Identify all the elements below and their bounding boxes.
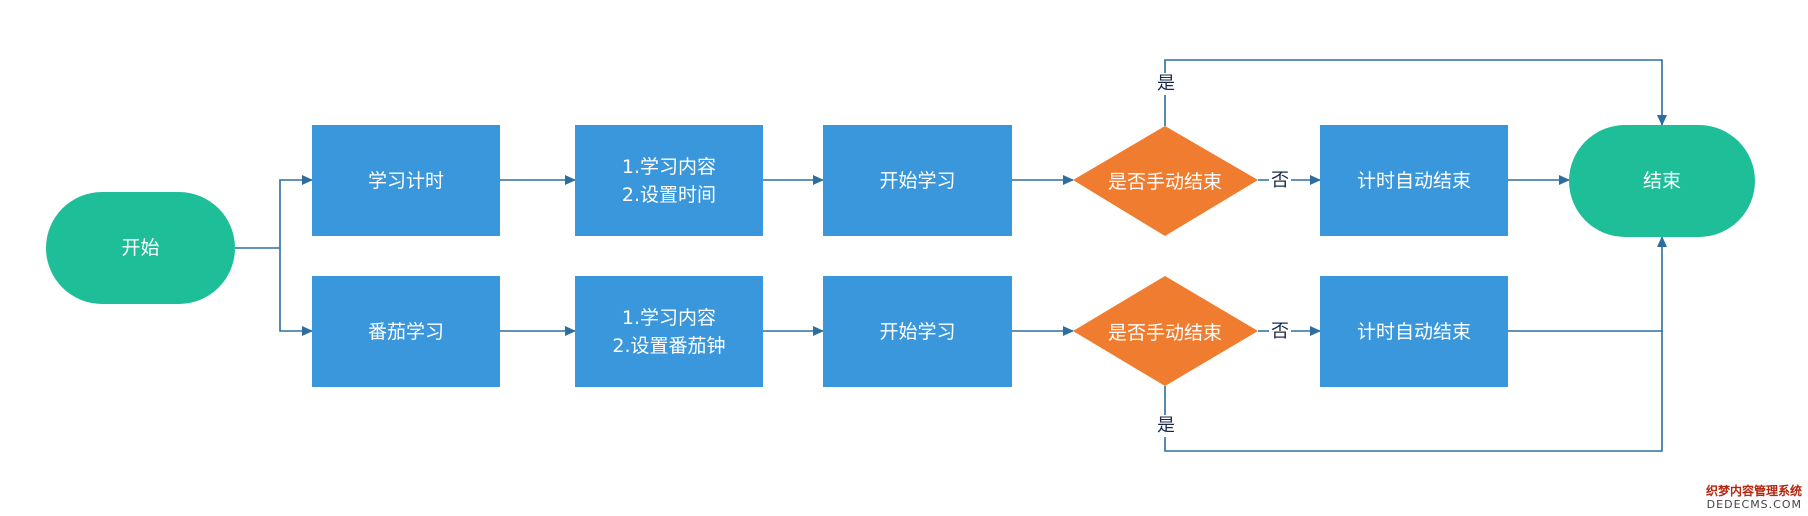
top-begin-label: 开始学习 (879, 169, 956, 192)
top-decision-label: 是否手动结束 (1107, 170, 1222, 193)
bottom-decision-shape (1073, 276, 1258, 386)
bottom-auto-end-label: 计时自动结束 (1356, 320, 1471, 343)
top-setup-node: 1.学习内容 2.设置时间 (575, 125, 763, 236)
start-node-label: 开始 (121, 237, 160, 259)
bottom-no-label: 否 (1269, 321, 1291, 343)
bottom-mode-label: 番茄学习 (367, 320, 444, 343)
top-begin-node: 开始学习 (823, 125, 1012, 236)
end-node: 结束 (1569, 125, 1755, 237)
edge-bottom-auto-to-end (1508, 236, 1667, 332)
bottom-setup-node: 1.学习内容 2.设置番茄钟 (575, 276, 763, 387)
watermark-line2: DEDECMS.COM (1706, 498, 1802, 511)
edge-start-to-top-mode (279, 175, 313, 248)
start-node: 开始 (46, 192, 235, 304)
watermark: 织梦内容管理系统 DEDECMS.COM (1706, 484, 1802, 512)
bottom-begin-label: 开始学习 (879, 320, 956, 343)
edge-top-decision-yes (1164, 59, 1667, 126)
top-no-label: 否 (1269, 170, 1291, 192)
top-decision-shape (1073, 126, 1258, 236)
top-auto-end-node: 计时自动结束 (1320, 125, 1508, 236)
top-mode-node: 学习计时 (312, 125, 500, 236)
bottom-decision-label: 是否手动结束 (1107, 321, 1222, 344)
bottom-begin-node: 开始学习 (823, 276, 1012, 387)
top-yes-label: 是 (1155, 73, 1177, 95)
bottom-auto-end-node: 计时自动结束 (1320, 276, 1508, 387)
end-node-label: 结束 (1642, 170, 1681, 192)
top-auto-end-label: 计时自动结束 (1356, 169, 1471, 192)
top-mode-label: 学习计时 (367, 169, 444, 192)
bottom-mode-node: 番茄学习 (312, 276, 500, 387)
bottom-yes-label: 是 (1155, 415, 1177, 437)
top-setup-line2: 2.设置时间 (621, 183, 717, 206)
top-setup-line1: 1.学习内容 (621, 155, 717, 178)
edge-start-to-bottom-mode (279, 248, 313, 336)
watermark-line1: 织梦内容管理系统 (1705, 484, 1802, 498)
bottom-setup-line1: 1.学习内容 (621, 306, 717, 329)
bottom-setup-line2: 2.设置番茄钟 (612, 334, 726, 357)
